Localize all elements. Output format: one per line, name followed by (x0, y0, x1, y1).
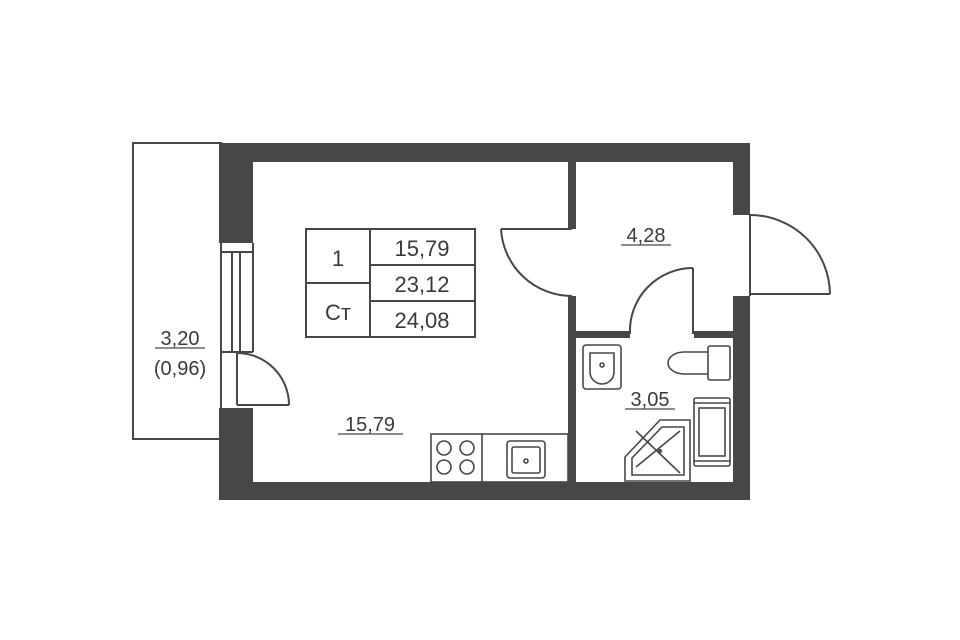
balcony-door[interactable] (236, 352, 290, 406)
top-wall (219, 143, 750, 162)
toilet-icon (667, 345, 731, 381)
rooms-count: 1 (332, 246, 344, 271)
living-area: 15,79 (394, 236, 449, 261)
left-wall-upper (219, 143, 253, 243)
balcony (132, 142, 222, 440)
partition-lower (568, 296, 576, 484)
interior-walls (568, 160, 734, 484)
washing-machine-icon (693, 397, 731, 467)
shower-icon (624, 419, 691, 482)
room-door[interactable] (500, 228, 573, 298)
bathroom-area: 3,05 (631, 389, 670, 411)
stove-icon (436, 440, 475, 475)
kitchen-counter (430, 433, 569, 483)
bathroom-fixtures (582, 344, 731, 482)
bathroom-top-wall-left (576, 331, 630, 338)
apartment-type: Ст (325, 300, 351, 325)
right-wall-upper (733, 143, 750, 215)
balcony-outline (132, 142, 222, 440)
entrance-door[interactable] (749, 214, 831, 296)
right-wall-lower (733, 296, 750, 500)
washbasin-icon (582, 344, 622, 390)
main-room-area: 15,79 (345, 414, 395, 436)
balcony-reduced-area: (0,96) (154, 358, 206, 380)
kitchen-sink-icon (506, 440, 546, 479)
exterior-walls (219, 143, 750, 500)
partition-upper (568, 160, 576, 229)
balcony-window (220, 243, 254, 353)
bathroom-top-wall-right (694, 331, 734, 338)
total-area: 23,12 (394, 272, 449, 297)
bottom-wall (219, 482, 750, 500)
hall-area: 4,28 (627, 225, 666, 247)
balcony-area: 3,20 (161, 328, 200, 350)
area-summary-table: 1 Ст 15,79 23,12 24,08 (305, 228, 476, 338)
bathroom-door[interactable] (628, 266, 694, 335)
total-area-with-balcony: 24,08 (394, 308, 449, 333)
